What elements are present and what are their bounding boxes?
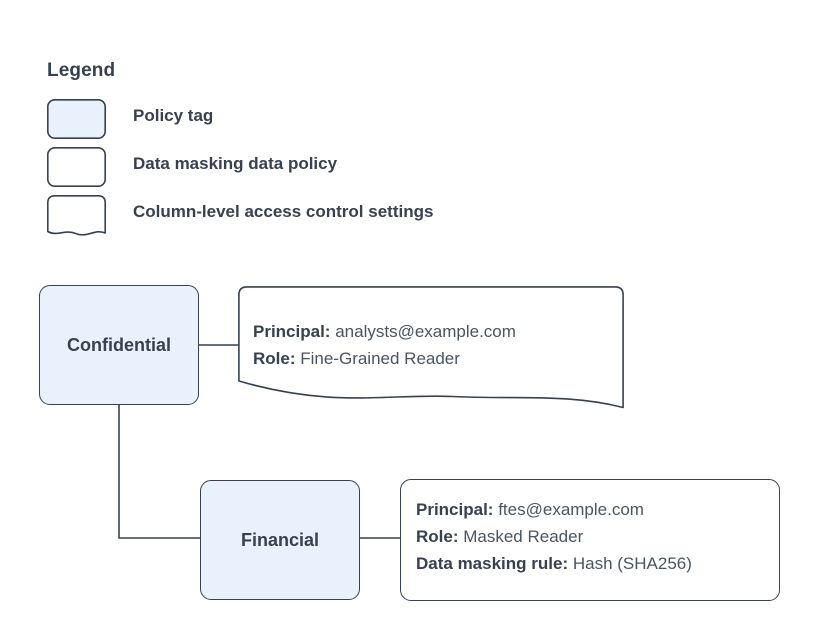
column-access-control-icon — [47, 195, 106, 236]
callout-value-principal: analysts@example.com — [335, 322, 516, 341]
node-financial[interactable]: Financial — [200, 480, 360, 600]
node-confidential[interactable]: Confidential — [39, 285, 199, 405]
data-masking-policy-icon — [47, 147, 107, 188]
callout-wavy-shape — [238, 286, 624, 409]
callout-key-principal-2: Principal: — [416, 500, 494, 519]
callout-key-principal: Principal: — [253, 322, 331, 341]
legend-swatch-data-masking — [47, 147, 107, 188]
legend-label-data-masking: Data masking data policy — [133, 154, 338, 173]
callout-value-masking-rule: Hash (SHA256) — [572, 554, 692, 573]
callout-line-role: Role: Fine-Grained Reader — [253, 345, 460, 372]
node-confidential-label: Confidential — [67, 334, 171, 355]
callout-confidential-access[interactable]: Principal: analysts@example.com Role: Fi… — [238, 286, 624, 412]
callout-key-role: Role: — [253, 349, 296, 368]
legend-label-policy-tag: Policy tag — [133, 106, 214, 125]
node-financial-label: Financial — [240, 529, 320, 550]
legend-swatch-policy-tag — [47, 99, 107, 140]
legend-title: Legend — [47, 60, 116, 81]
callout-value-role-2: Masked Reader — [463, 527, 584, 546]
policy-tag-icon — [47, 99, 107, 140]
edge-confidential-to-financial — [118, 405, 201, 539]
callout-value-role: Fine-Grained Reader — [300, 349, 460, 368]
callout-line-principal-2: Principal: ftes@example.com — [416, 496, 644, 523]
callout-key-role-2: Role: — [416, 527, 459, 546]
callout-line-masking-rule: Data masking rule: Hash (SHA256) — [416, 550, 692, 577]
callout-line-role-2: Role: Masked Reader — [416, 523, 583, 550]
callout-value-principal-2: ftes@example.com — [498, 500, 644, 519]
callout-key-masking-rule: Data masking rule: — [416, 554, 569, 573]
callout-financial-policy[interactable]: Principal: ftes@example.com Role: Masked… — [400, 479, 780, 601]
legend-swatch-column-access — [47, 195, 106, 236]
legend-label-column-access: Column-level access control settings — [133, 202, 434, 221]
callout-line-principal: Principal: analysts@example.com — [253, 318, 516, 345]
